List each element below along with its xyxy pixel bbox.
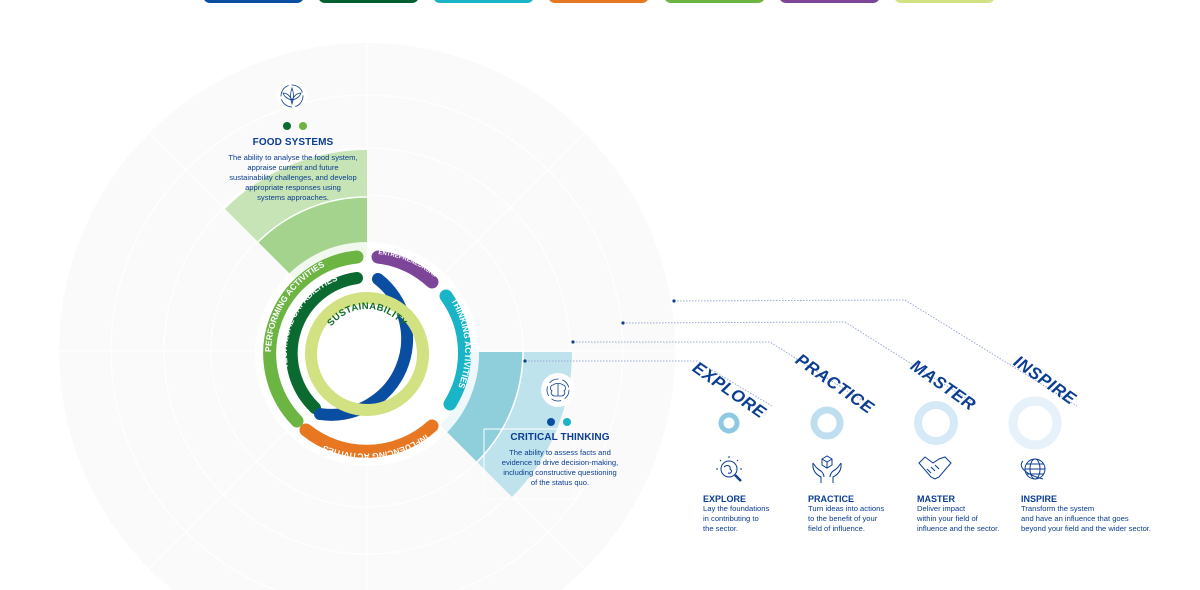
stage-master-title: MASTER	[917, 494, 955, 504]
inspire-level-ring	[1008, 396, 1062, 450]
performing-activities-arc[interactable]	[263, 250, 364, 428]
description-line: Turn ideas into actions	[808, 504, 885, 513]
globe-orbit-icon	[1020, 458, 1046, 480]
description-line: influence and the sector.	[917, 524, 1000, 533]
critical-thinking-dot-teal	[563, 418, 571, 426]
connector-dot	[621, 321, 625, 325]
sustainability-ring[interactable]	[305, 292, 429, 416]
description-line: The ability to analyse the food system,	[228, 153, 358, 162]
stage-practice-description: Turn ideas into actions to the benefit o…	[808, 504, 908, 534]
description-line: of the status quo.	[530, 478, 590, 487]
food-systems-wedge[interactable]	[225, 150, 368, 284]
description-line: sustainability challenges, and develop	[229, 173, 357, 182]
magnifier-globe-icon	[716, 456, 742, 482]
description-line: the sector.	[703, 524, 739, 533]
color-tab-dark-green[interactable]	[318, 0, 419, 3]
stage-explore: EXPLORE Lay the foundations in contribut…	[703, 494, 803, 534]
stage-inspire-description: Transform the system and have an influen…	[1021, 504, 1191, 534]
critical-thinking-description: The ability to assess facts and evidence…	[480, 448, 640, 488]
description-line: Lay the foundations	[703, 504, 770, 513]
description-line: in contributing to	[703, 514, 759, 523]
description-line: systems approaches.	[257, 193, 329, 202]
stage-inspire: INSPIRE Transform the system and have an…	[1021, 494, 1191, 534]
color-tab-blue[interactable]	[203, 0, 304, 3]
critical-thinking-title: CRITICAL THINKING	[510, 432, 610, 443]
stage-master: MASTER Deliver impact within your field …	[917, 494, 1017, 534]
description-line: Deliver impact	[917, 504, 966, 513]
description-line: Transform the system	[1021, 504, 1095, 513]
influencing-activities-arc[interactable]	[299, 419, 439, 458]
brain-cycle-icon	[541, 373, 575, 407]
technical-capabilities-arc[interactable]	[285, 272, 363, 414]
handshake-icon	[918, 456, 952, 480]
plant-cycle-icon	[277, 81, 307, 111]
practice-level-ring	[810, 406, 844, 440]
thinking-activities-arc[interactable]	[439, 289, 471, 411]
description-line: and have an influence that goes	[1021, 514, 1129, 523]
color-tab-light-green[interactable]	[894, 0, 995, 3]
food-systems-description: The ability to analyse the food system, …	[213, 153, 373, 203]
description-line: The ability to assess facts and	[509, 448, 611, 457]
description-line: including constructive questioning	[503, 468, 617, 477]
description-line: beyond your field and the wider sector.	[1021, 524, 1152, 533]
hands-box-icon	[812, 455, 842, 483]
stage-inspire-title: INSPIRE	[1021, 494, 1058, 504]
description-line: within your field of	[917, 514, 978, 523]
description-line: appropriate responses using	[245, 183, 341, 192]
stage-explore-title: EXPLORE	[703, 494, 747, 504]
description-line: appraise current and future	[247, 163, 339, 172]
color-tab-purple[interactable]	[779, 0, 880, 3]
explore-level-ring	[718, 412, 740, 434]
description-line: evidence to drive decision-making,	[501, 458, 619, 467]
color-tab-green[interactable]	[664, 0, 765, 3]
stage-master-description: Deliver impact within your field of infl…	[917, 504, 1017, 534]
stage-practice: PRACTICE Turn ideas into actions to the …	[808, 494, 908, 534]
entrepreneurship-arc[interactable]	[371, 250, 439, 289]
connector-dot	[523, 359, 527, 363]
food-systems-title: FOOD SYSTEMS	[252, 137, 334, 148]
food-systems-dot-dark-green	[283, 122, 291, 130]
description-line: field of influence.	[808, 524, 865, 533]
color-tab-orange[interactable]	[548, 0, 649, 3]
master-level-ring	[914, 401, 958, 445]
connector-dot	[672, 299, 676, 303]
critical-thinking-dot-blue	[547, 418, 555, 426]
color-tab-teal[interactable]	[433, 0, 534, 3]
stage-practice-title: PRACTICE	[808, 494, 855, 504]
description-line: to the benefit of your	[808, 514, 878, 523]
food-systems-dot-green	[299, 122, 307, 130]
stage-connectors	[525, 299, 1078, 407]
connector-dot	[571, 340, 575, 344]
stage-explore-description: Lay the foundations in contributing to t…	[703, 504, 803, 534]
